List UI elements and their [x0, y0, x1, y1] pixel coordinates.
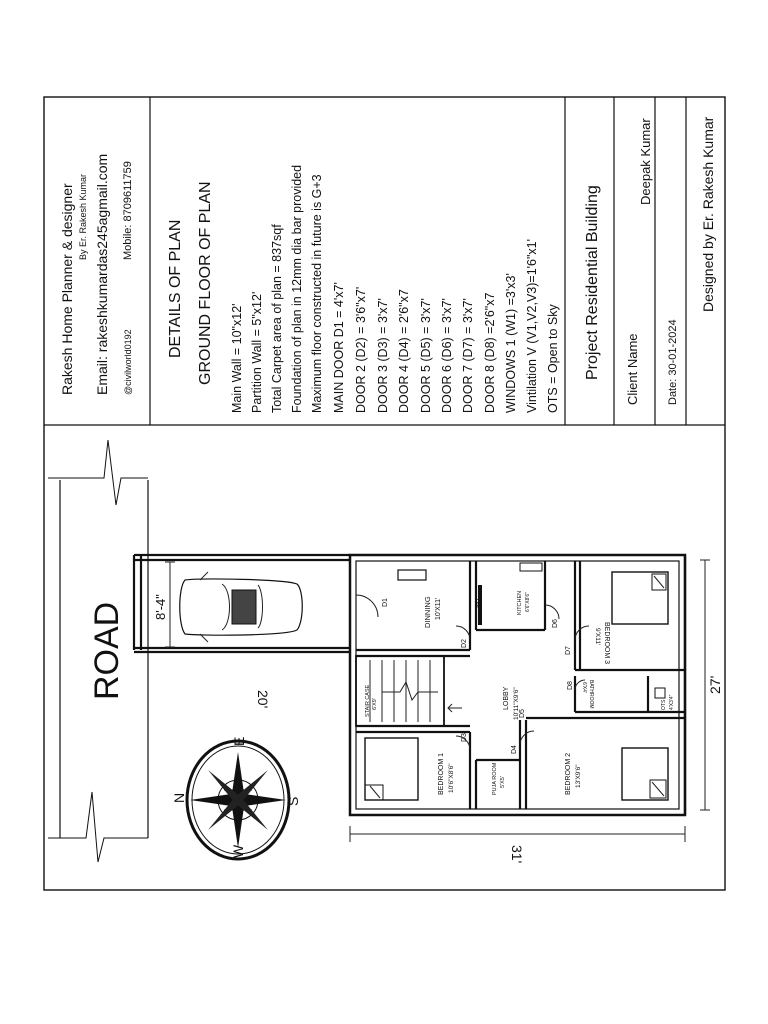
room-kitchen-size: 6'6"X8'6" — [525, 592, 531, 612]
room-lobby-size: 10'11"X9'6" — [513, 687, 520, 720]
sheet-border — [43, 96, 726, 891]
room-dinning-name: DINNING — [423, 596, 432, 628]
details-heading: DETAILS OF PLAN — [167, 220, 184, 358]
room-ots-name: OTS — [661, 699, 667, 710]
spec-line: Maximum floor constructed in future is G… — [310, 174, 324, 413]
door-tag: D1 — [382, 598, 389, 607]
spec-line: DOOR 3 (D3) = 3'x7' — [376, 298, 390, 413]
plan-date: Date: 30-01-2024 — [667, 319, 679, 405]
sofa-icon — [397, 569, 427, 581]
company-mobile: Mobile: 8709611759 — [122, 161, 134, 260]
dim-side: 27' — [707, 676, 723, 694]
title-block: Rakesh Home Planner & designer By Er. Ra… — [44, 97, 725, 426]
client-label: Client Name — [625, 333, 640, 405]
staircase-treads — [369, 660, 438, 722]
spec-line: MAIN DOOR D1 = 4'x7' — [332, 282, 346, 413]
building-walls — [348, 553, 687, 817]
door-tag: D8 — [567, 681, 574, 690]
spec-line: DOOR 5 (D5) = 3'x7' — [419, 298, 433, 413]
dim-parking: 8'-4" — [153, 594, 168, 620]
spec-line: WINDOWS 1 (W1) =3'x3' — [504, 273, 518, 413]
door-tag: D4 — [511, 745, 518, 754]
spec-line: OTS = Open to Sky — [546, 304, 560, 413]
door-tag: D7 — [565, 646, 572, 655]
compass-north: N — [171, 793, 187, 803]
room-bedroom3-size: 9'X11' — [594, 628, 601, 645]
spec-list: Main Wall = 10"x12' Partition Wall = 5"x… — [230, 165, 560, 413]
compass-south: S — [285, 797, 301, 806]
company-name: Rakesh Home Planner & designer — [59, 183, 75, 395]
bed-icon — [364, 737, 419, 801]
window-tag: W1 — [475, 597, 482, 608]
room-lobby-name: LOBBY — [503, 686, 510, 710]
spec-line: DOOR 7 (D7) = 3'x7' — [461, 298, 475, 413]
room-bedroom2-name: BEDROOM 2 — [565, 753, 572, 795]
road-label: ROAD — [88, 602, 126, 700]
spec-line: Total Carpet area of plan = 837sqf — [270, 224, 284, 413]
room-puja-name: PUJA ROOM — [492, 762, 498, 795]
room-kitchen-name: KITCHEN — [517, 591, 523, 615]
compass-icon: N E S W — [171, 737, 301, 861]
compass-west: W — [230, 844, 246, 858]
designer-credit: Designed by Er. Rakesh Kumar — [700, 116, 716, 312]
door-tags: D1 D2 D3 D4 D5 D6 D7 D8 W1 — [382, 597, 574, 754]
spec-line: Vintilation V (V1,V2,V3)=1'6"x1' — [525, 239, 539, 413]
room-puja-size: 5'X5' — [500, 776, 506, 788]
dim-plot-width: 20' — [255, 690, 271, 708]
spec-line: DOOR 2 (D2) = 3'6"x7' — [354, 287, 368, 413]
room-bedroom2-size: 13'X9'6" — [575, 764, 582, 788]
spec-line: Foundation of plan in 12mm dia bar provi… — [290, 165, 304, 413]
bed-icon — [621, 747, 669, 801]
spec-line: DOOR 8 (D8) =2'6"x7 — [483, 293, 497, 413]
spec-line: Partition Wall = 5"x12' — [250, 292, 264, 413]
road: ROAD — [48, 439, 149, 863]
car-icon — [179, 571, 303, 643]
room-dinning-size: 10'X11' — [435, 598, 442, 620]
door-tag: D6 — [552, 619, 559, 628]
room-stair-name: STAIR CASE — [365, 684, 371, 717]
bed-icon — [611, 571, 669, 625]
project-name: Project Residential Building — [584, 185, 601, 380]
room-stair-size: 6'X9' — [372, 698, 378, 710]
room-bedroom1-size: 10'6"X8'6" — [448, 763, 455, 793]
overall-dimensions: 31' 27' — [349, 559, 723, 863]
company-byline: By Er. Rakesh Kumar — [78, 174, 88, 260]
compass-east: E — [231, 737, 247, 746]
room-bathroom-size: 6'X4' — [581, 682, 587, 693]
company-email: Email: rakeshkumardas245agmail.com — [94, 154, 110, 395]
door-tag: D3 — [461, 733, 468, 742]
room-bathroom-name: BATHROOM — [588, 680, 594, 709]
door-tag: D2 — [461, 639, 468, 648]
spec-line: Main Wall = 10"x12' — [230, 303, 244, 413]
door-tag: D5 — [519, 709, 526, 718]
spec-line: DOOR 6 (D6) = 3'x7' — [440, 298, 454, 413]
room-bedroom3-name: BEDROOM 3 — [603, 622, 610, 664]
plot-boundary — [132, 553, 350, 654]
room-labels: DINNING 10'X11' KITCHEN 6'6"X8'6" STAIR … — [365, 591, 675, 795]
room-ots-size: 4'X3'4" — [669, 694, 675, 710]
floor-heading: GROUND FLOOR OF PLAN — [197, 181, 214, 385]
company-handle: @civilworld0192 — [123, 329, 133, 395]
parking-dimension: 8'-4" — [153, 561, 175, 648]
client-name: Deepak Kumar — [638, 118, 653, 205]
spec-line: DOOR 4 (D4) = 2'6"x7 — [397, 289, 411, 413]
dim-total-length: 31' — [509, 845, 525, 863]
room-bedroom1-name: BEDROOM 1 — [438, 753, 445, 795]
